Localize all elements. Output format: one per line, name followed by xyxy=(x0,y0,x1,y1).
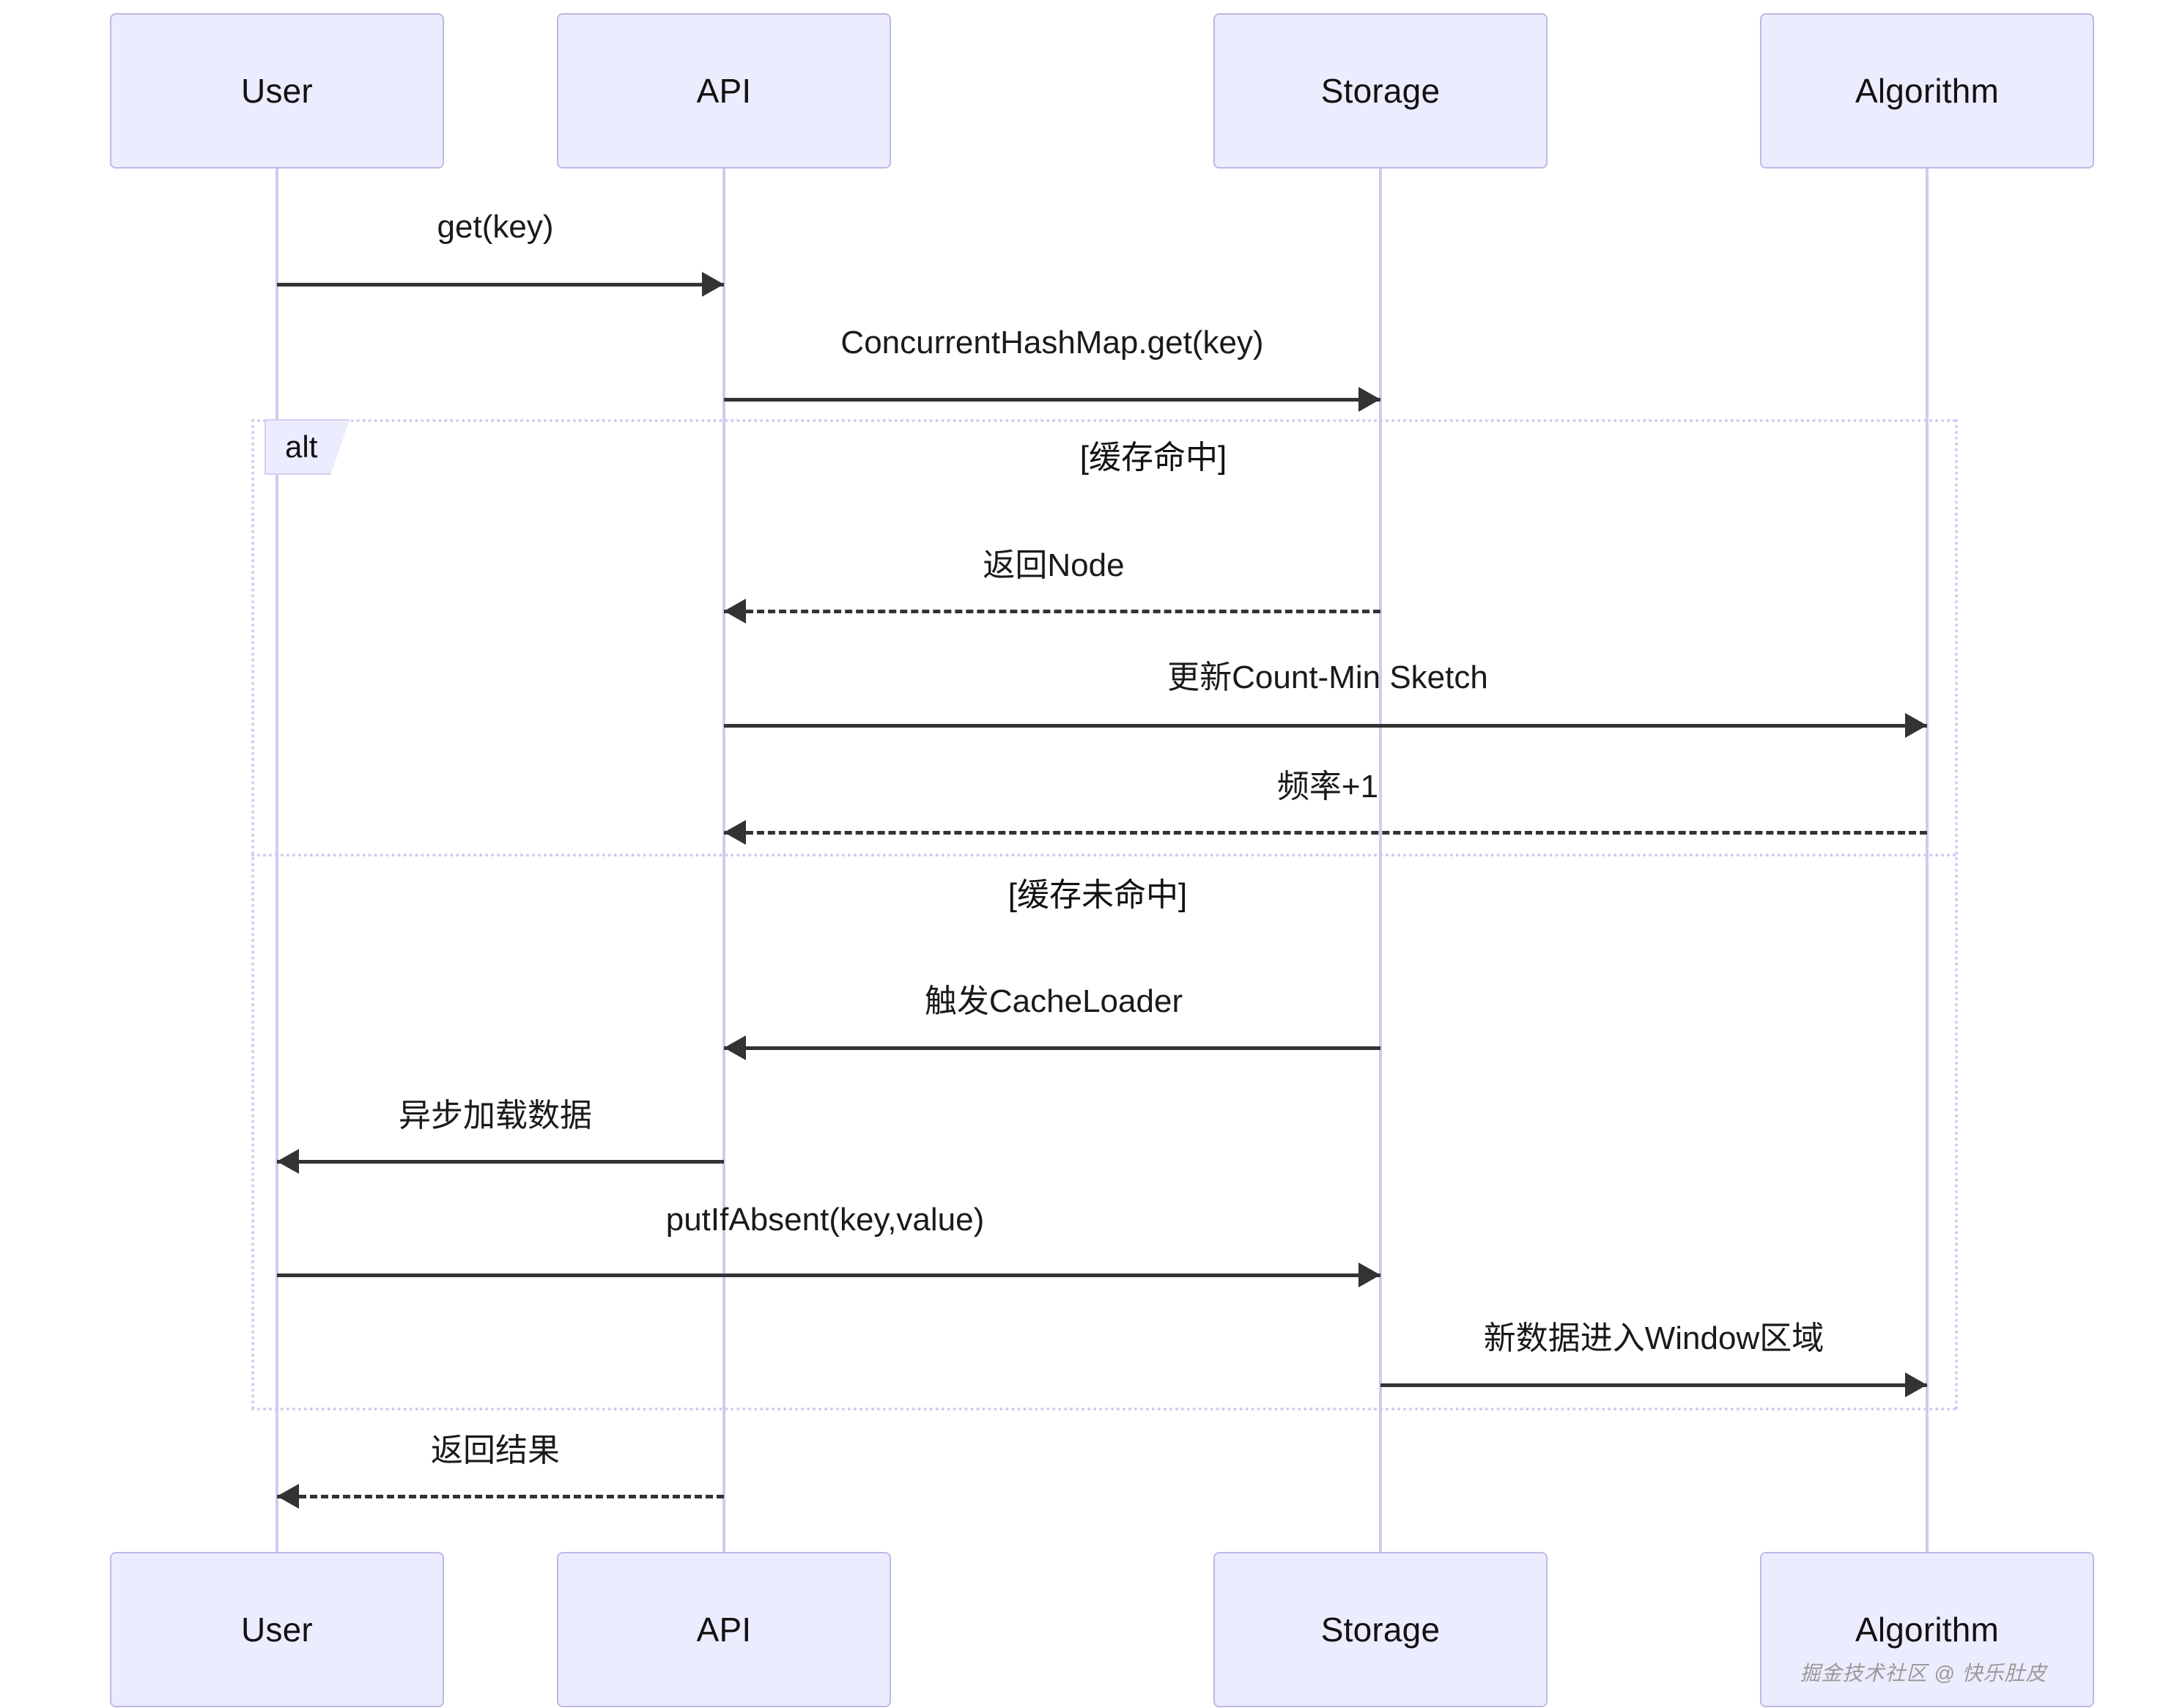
message-line-m1 xyxy=(277,283,724,286)
watermark: 掘金技术社区 @ 快乐肚皮 xyxy=(1800,1662,2047,1685)
participant-label: Algorithm xyxy=(1855,72,2000,110)
participant-storage-bottom[interactable]: Storage xyxy=(1213,1552,1548,1707)
participant-label: Storage xyxy=(1320,72,1441,110)
message-label-m6: 触发CacheLoader xyxy=(924,983,1183,1019)
message-label-m10: 返回结果 xyxy=(431,1432,560,1468)
message-line-m10 xyxy=(277,1495,724,1498)
message-line-m2 xyxy=(724,398,1380,402)
message-label-m3: 返回Node xyxy=(983,547,1125,583)
arrow-head-m8 xyxy=(1358,1262,1380,1287)
message-label-m7: 异步加载数据 xyxy=(399,1098,592,1134)
lifeline-algorithm xyxy=(1926,169,1929,1552)
participant-api-top[interactable]: API xyxy=(557,13,891,169)
arrow-head-m9 xyxy=(1905,1372,1927,1397)
arrow-head-m7 xyxy=(277,1149,299,1174)
participant-label: Storage xyxy=(1320,1611,1441,1649)
alt-condition-0: [缓存命中] xyxy=(1079,440,1227,476)
arrow-head-m10 xyxy=(277,1484,299,1509)
message-label-m5: 频率+1 xyxy=(1276,769,1379,805)
alt-fragment-tag-label: alt xyxy=(285,429,318,464)
participant-storage-top[interactable]: Storage xyxy=(1213,13,1548,169)
message-label-m2: ConcurrentHashMap.get(key) xyxy=(840,325,1264,361)
arrow-head-m2 xyxy=(1358,387,1380,412)
message-line-m9 xyxy=(1380,1383,1927,1387)
alt-condition-1: [缓存未命中] xyxy=(1007,877,1188,913)
message-label-m4: 更新Count-Min Sketch xyxy=(1167,659,1488,695)
alt-fragment xyxy=(251,419,1958,1411)
participant-user-top[interactable]: User xyxy=(110,13,444,169)
arrow-head-m4 xyxy=(1905,713,1927,738)
participant-api-bottom[interactable]: API xyxy=(557,1552,891,1707)
participant-label: API xyxy=(696,1611,752,1649)
participant-label: User xyxy=(241,1611,313,1649)
message-label-m8: putIfAbsent(key,value) xyxy=(665,1202,985,1238)
participant-user-bottom[interactable]: User xyxy=(110,1552,444,1707)
participant-algorithm-bottom[interactable]: Algorithm xyxy=(1760,1552,2094,1707)
alt-fragment-divider xyxy=(251,854,1958,857)
participant-label: User xyxy=(241,72,313,110)
lifeline-api xyxy=(722,169,725,1552)
participant-label: API xyxy=(696,72,752,110)
arrow-head-m5 xyxy=(724,820,746,845)
arrow-head-m3 xyxy=(724,599,746,624)
arrow-head-m1 xyxy=(702,272,724,297)
message-line-m8 xyxy=(277,1273,1380,1277)
lifeline-storage xyxy=(1379,169,1382,1552)
arrow-head-m6 xyxy=(724,1035,746,1060)
message-label-m9: 新数据进入Window区域 xyxy=(1483,1320,1824,1356)
participant-algorithm-top[interactable]: Algorithm xyxy=(1760,13,2094,169)
lifeline-user xyxy=(276,169,278,1552)
participant-label: Algorithm xyxy=(1855,1611,2000,1649)
message-line-m4 xyxy=(724,724,1927,728)
message-label-m1: get(key) xyxy=(437,209,554,245)
message-line-m5 xyxy=(724,831,1927,835)
message-line-m7 xyxy=(277,1160,724,1164)
message-line-m3 xyxy=(724,610,1380,613)
message-line-m6 xyxy=(724,1046,1380,1050)
